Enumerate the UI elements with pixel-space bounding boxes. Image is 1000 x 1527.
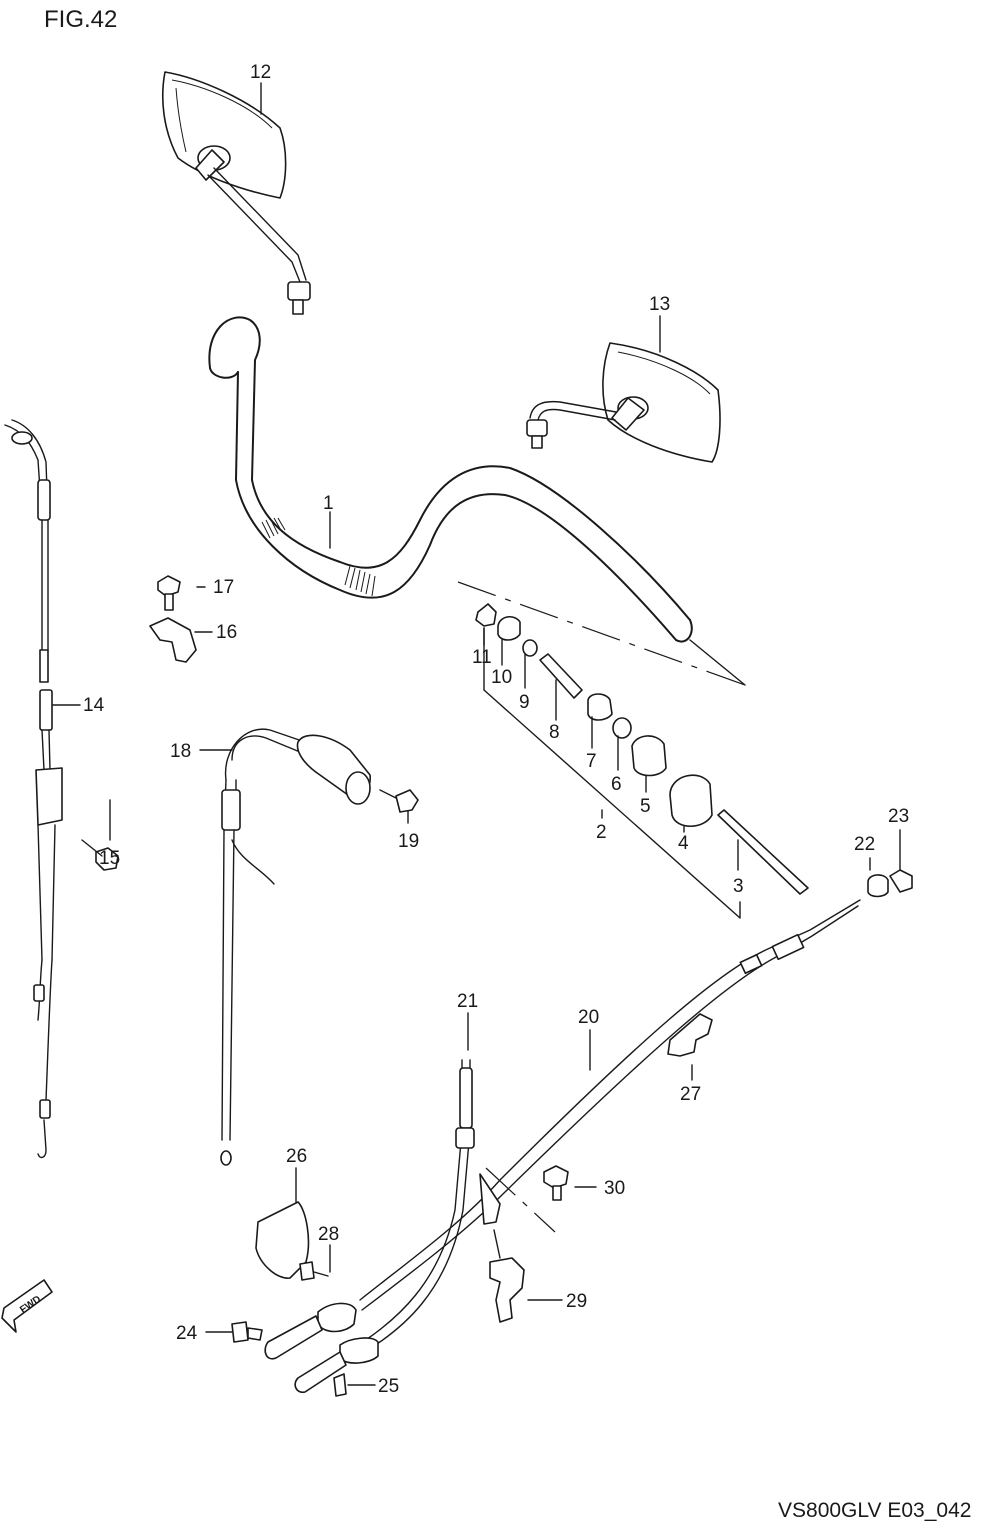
bolt-17[interactable] [157, 575, 181, 611]
callout-10: 10 [491, 667, 512, 688]
callout-9: 9 [519, 692, 530, 713]
callout-1: 1 [323, 493, 334, 514]
group-bracket [483, 689, 741, 919]
screw-19[interactable] [379, 789, 419, 813]
callout-11: 11 [472, 647, 492, 668]
callout-25: 25 [378, 1376, 399, 1397]
callout-12: 12 [250, 62, 271, 83]
callout-22: 22 [854, 834, 875, 855]
callout-4: 4 [678, 833, 689, 854]
cover-26[interactable] [255, 1201, 310, 1279]
leader-lines [51, 82, 901, 1386]
callout-7: 7 [586, 751, 597, 772]
callout-6: 6 [611, 774, 622, 795]
assembly-boundary [457, 581, 746, 686]
callout-30: 30 [604, 1178, 625, 1199]
callout-27: 27 [680, 1084, 701, 1105]
fwd-arrow-icon: FWD [1, 1279, 53, 1333]
callout-5: 5 [640, 796, 651, 817]
figure-title: FIG.42 [44, 6, 117, 33]
nut-22[interactable] [867, 874, 889, 898]
callout-14: 14 [83, 695, 105, 716]
throttle-cable[interactable] [4, 419, 63, 1159]
callout-18: 18 [170, 741, 191, 762]
callout-2: 2 [596, 822, 607, 843]
cable-end-20[interactable] [264, 1302, 357, 1360]
callout-17: 17 [213, 577, 234, 598]
screw-15[interactable] [81, 839, 119, 871]
figure-footer: VS800GLV E03_042 [778, 1499, 971, 1522]
callout-20: 20 [578, 1007, 599, 1028]
callout-15: 15 [99, 848, 120, 869]
screw-23[interactable] [889, 869, 913, 893]
brake-cable-20[interactable] [359, 899, 861, 1311]
callout-26: 26 [286, 1146, 307, 1167]
callout-21: 21 [457, 991, 478, 1012]
callout-labels: 1 2 3 4 5 6 7 8 9 10 11 12 13 14 15 16 1… [83, 62, 909, 1397]
balancer-parts[interactable] [475, 603, 809, 895]
callout-23: 23 [888, 806, 909, 827]
bracket-29[interactable] [479, 1173, 525, 1323]
handlebar[interactable] [208, 316, 693, 643]
brake-cable-21[interactable] [294, 1059, 475, 1394]
bolt-24[interactable] [231, 1321, 263, 1343]
callout-13: 13 [649, 294, 670, 315]
mirror-right[interactable] [526, 342, 721, 463]
bolt-30[interactable] [543, 1165, 569, 1201]
callout-24: 24 [176, 1323, 198, 1344]
callout-3: 3 [733, 876, 744, 897]
callout-19: 19 [398, 831, 419, 852]
assembly-boundary-2 [689, 639, 746, 686]
choke-cable[interactable] [220, 728, 371, 1166]
callout-16: 16 [216, 622, 237, 643]
assembly-boundary-3 [485, 1167, 556, 1233]
bracket-27[interactable] [667, 1013, 713, 1057]
pin-25[interactable] [333, 1373, 347, 1397]
callout-28: 28 [318, 1224, 339, 1245]
callout-8: 8 [549, 722, 560, 743]
clamp-16[interactable] [149, 617, 197, 663]
callout-29: 29 [566, 1291, 587, 1312]
screw-28[interactable] [299, 1261, 329, 1281]
mirror-left[interactable] [161, 71, 311, 315]
